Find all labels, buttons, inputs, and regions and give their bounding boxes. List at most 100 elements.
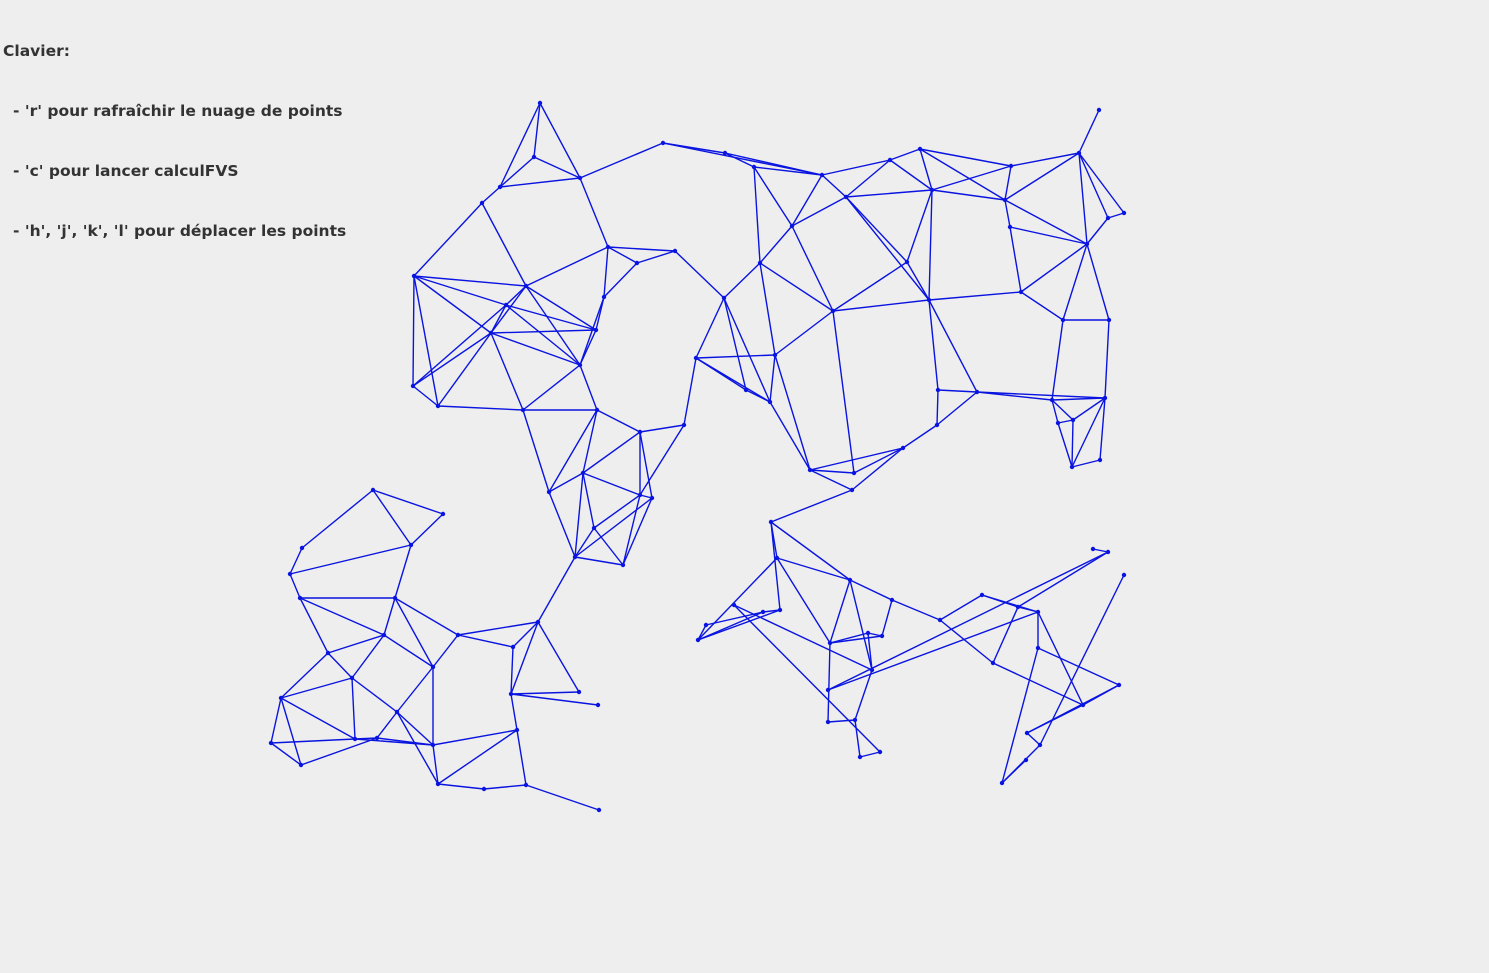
graph-edge xyxy=(413,275,527,287)
graph-edge xyxy=(832,261,908,312)
graph-point xyxy=(1080,702,1086,708)
graph-edge xyxy=(851,447,904,491)
graph-point xyxy=(620,562,626,568)
graph-edge xyxy=(490,285,527,334)
graph-point xyxy=(508,691,514,697)
graph-point xyxy=(1024,730,1030,736)
graph-point xyxy=(595,702,601,708)
graph-edge xyxy=(1078,152,1109,219)
graph-edge xyxy=(1086,243,1110,321)
graph-edge xyxy=(622,497,653,566)
graph-point xyxy=(852,717,858,723)
graph-point xyxy=(408,542,414,548)
graph-point xyxy=(1018,289,1024,295)
graph-point xyxy=(370,487,376,493)
graph-edge xyxy=(582,409,598,474)
graph-edge xyxy=(537,621,580,693)
graph-edge xyxy=(579,364,598,411)
graph-point xyxy=(481,786,487,792)
graph-edge xyxy=(376,737,434,746)
graph-point xyxy=(660,140,666,146)
graph-edge xyxy=(327,652,353,679)
graph-edge xyxy=(280,697,356,740)
graph-point xyxy=(1097,457,1103,463)
graph-edge xyxy=(809,469,853,491)
graph-edge xyxy=(289,573,301,599)
graph-point xyxy=(774,555,780,561)
graph-edge xyxy=(849,579,873,671)
graph-edge xyxy=(774,354,811,471)
graph-edge xyxy=(383,634,434,668)
graph-edge xyxy=(928,299,939,391)
graph-point xyxy=(857,754,863,760)
graph-edge xyxy=(539,102,581,179)
graph-edge xyxy=(595,296,605,331)
graph-edge xyxy=(1009,226,1088,245)
graph-edge xyxy=(1072,397,1106,421)
graph-edge xyxy=(351,677,356,740)
graph-edge xyxy=(931,189,1006,201)
graph-edge xyxy=(791,225,834,312)
graph-edge xyxy=(724,152,755,168)
graph-edge xyxy=(394,597,434,668)
graph-edge xyxy=(412,332,492,387)
graph-point xyxy=(297,595,303,601)
graph-point xyxy=(1069,464,1075,470)
graph-point xyxy=(1037,742,1043,748)
graph-edge xyxy=(300,737,378,766)
graph-point xyxy=(523,283,529,289)
instruction-calcul-fvs: - 'c' pour lancer calculFVS xyxy=(13,162,239,180)
graph-point xyxy=(757,260,763,266)
graph-edge xyxy=(1017,606,1039,613)
graph-edge xyxy=(351,634,385,679)
graph-point xyxy=(1116,682,1122,688)
graph-point xyxy=(926,297,932,303)
graph-point xyxy=(767,399,773,405)
graph-point xyxy=(869,667,875,673)
graph-edge xyxy=(582,472,595,529)
graph-point xyxy=(751,164,757,170)
graph-point xyxy=(889,597,895,603)
graph-edge xyxy=(976,391,1106,399)
graph-edge xyxy=(791,196,847,227)
graph-point xyxy=(937,617,943,623)
graph-point xyxy=(410,383,416,389)
graph-edge xyxy=(481,202,527,287)
graph-edge xyxy=(1071,419,1074,468)
graph-edge xyxy=(280,652,329,699)
graph-edge xyxy=(791,174,823,227)
graph-point xyxy=(479,200,485,206)
graph-edge xyxy=(992,662,1084,706)
graph-edge xyxy=(505,304,581,366)
graph-edge xyxy=(733,604,873,671)
graph-edge xyxy=(396,711,434,746)
graph-edge xyxy=(413,275,492,334)
graph-edge xyxy=(490,304,507,334)
graph-edge xyxy=(499,156,535,188)
graph-edge xyxy=(1078,152,1088,245)
graph-edge xyxy=(574,497,653,558)
graph-point xyxy=(572,554,578,560)
graph-edge xyxy=(505,285,527,306)
graph-point xyxy=(411,273,417,279)
graph-point xyxy=(634,260,640,266)
graph-point xyxy=(1015,604,1021,610)
keyboard-instructions: Clavier: - 'r' pour rafraîchir le nuage … xyxy=(3,1,346,281)
graph-point xyxy=(352,736,358,742)
graph-edge xyxy=(1017,551,1109,608)
graph-point xyxy=(593,327,599,333)
graph-edge xyxy=(607,246,638,264)
graph-point xyxy=(374,735,380,741)
graph-edge xyxy=(1026,684,1120,734)
graph-edge xyxy=(1104,319,1110,399)
graph-point xyxy=(1055,420,1061,426)
graph-point xyxy=(523,782,529,788)
graph-point xyxy=(637,492,643,498)
graph-edge xyxy=(928,291,1022,301)
graph-point xyxy=(743,387,749,393)
graph-edge xyxy=(827,719,856,723)
graph-edge xyxy=(280,677,353,699)
graph-edge xyxy=(412,304,507,387)
graph-edge xyxy=(490,332,581,366)
